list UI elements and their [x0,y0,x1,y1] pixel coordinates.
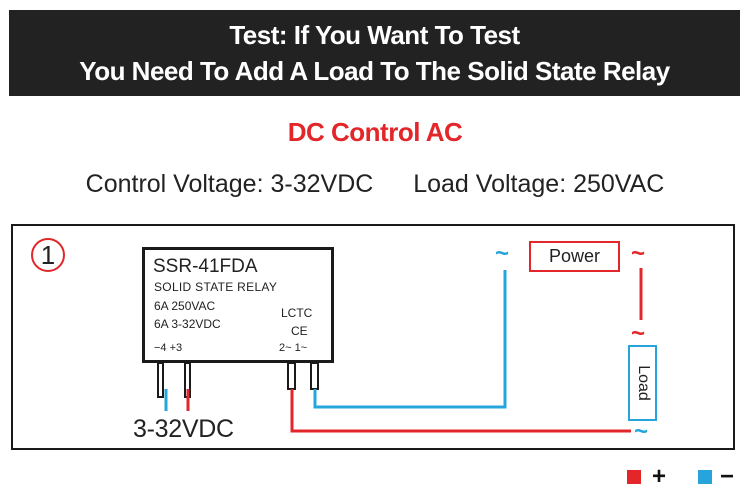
pin-ac1 [310,362,319,390]
relay-control-spec: 6A 3-32VDC [154,317,221,331]
wiring-diagram-frame [11,224,735,450]
subtitle: DC Control AC [287,117,463,147]
pin-minus4 [157,362,164,398]
ac-wire-red [290,389,631,433]
legend-negative-sign: − [720,463,735,490]
solid-state-relay: SSR-41FDA SOLID STATE RELAY 6A 250VAC 6A… [142,247,334,363]
title-banner: Test: If You Want To Test You Need To Ad… [9,10,740,96]
control-voltage: Control Voltage: 3-32VDC [85,170,374,198]
legend-positive-sign: + [652,463,667,490]
voltage-info: Control Voltage: 3-32VDC Load Voltage: 2… [0,170,750,199]
banner-line-1: Test: If You Want To Test [229,20,520,50]
ac-symbol-load-top: ~ [631,320,646,347]
load-label: Load [634,365,652,401]
ac-symbol-power-left: ~ [495,240,510,267]
legend-positive-swatch [627,470,641,484]
banner-line-2: You Need To Add A Load To The Solid Stat… [79,56,670,86]
legend-negative-swatch [698,470,712,484]
load-voltage: Load Voltage: 250VAC [413,170,665,198]
step-number-badge: 1 [31,238,65,272]
ac-symbol-load-bottom: ~ [634,418,649,445]
relay-model: SSR-41FDA [153,256,258,277]
relay-brand: LCTC [281,306,313,320]
relay-load-spec: 6A 250VAC [154,299,216,313]
relay-type: SOLID STATE RELAY [154,280,278,294]
relay-dc-pin-labels: −4 +3 [154,342,183,354]
ac-symbol-power-right: ~ [631,240,646,267]
ac-wire-blue [313,270,507,409]
power-source-box: Power [529,241,620,272]
ce-mark: CE [291,324,308,338]
load-box: Load [628,345,657,421]
dc-input-label: 3-32VDC [133,415,234,443]
relay-ac-pin-labels: 2~ 1~ [279,342,308,354]
pin-ac2 [287,362,296,390]
